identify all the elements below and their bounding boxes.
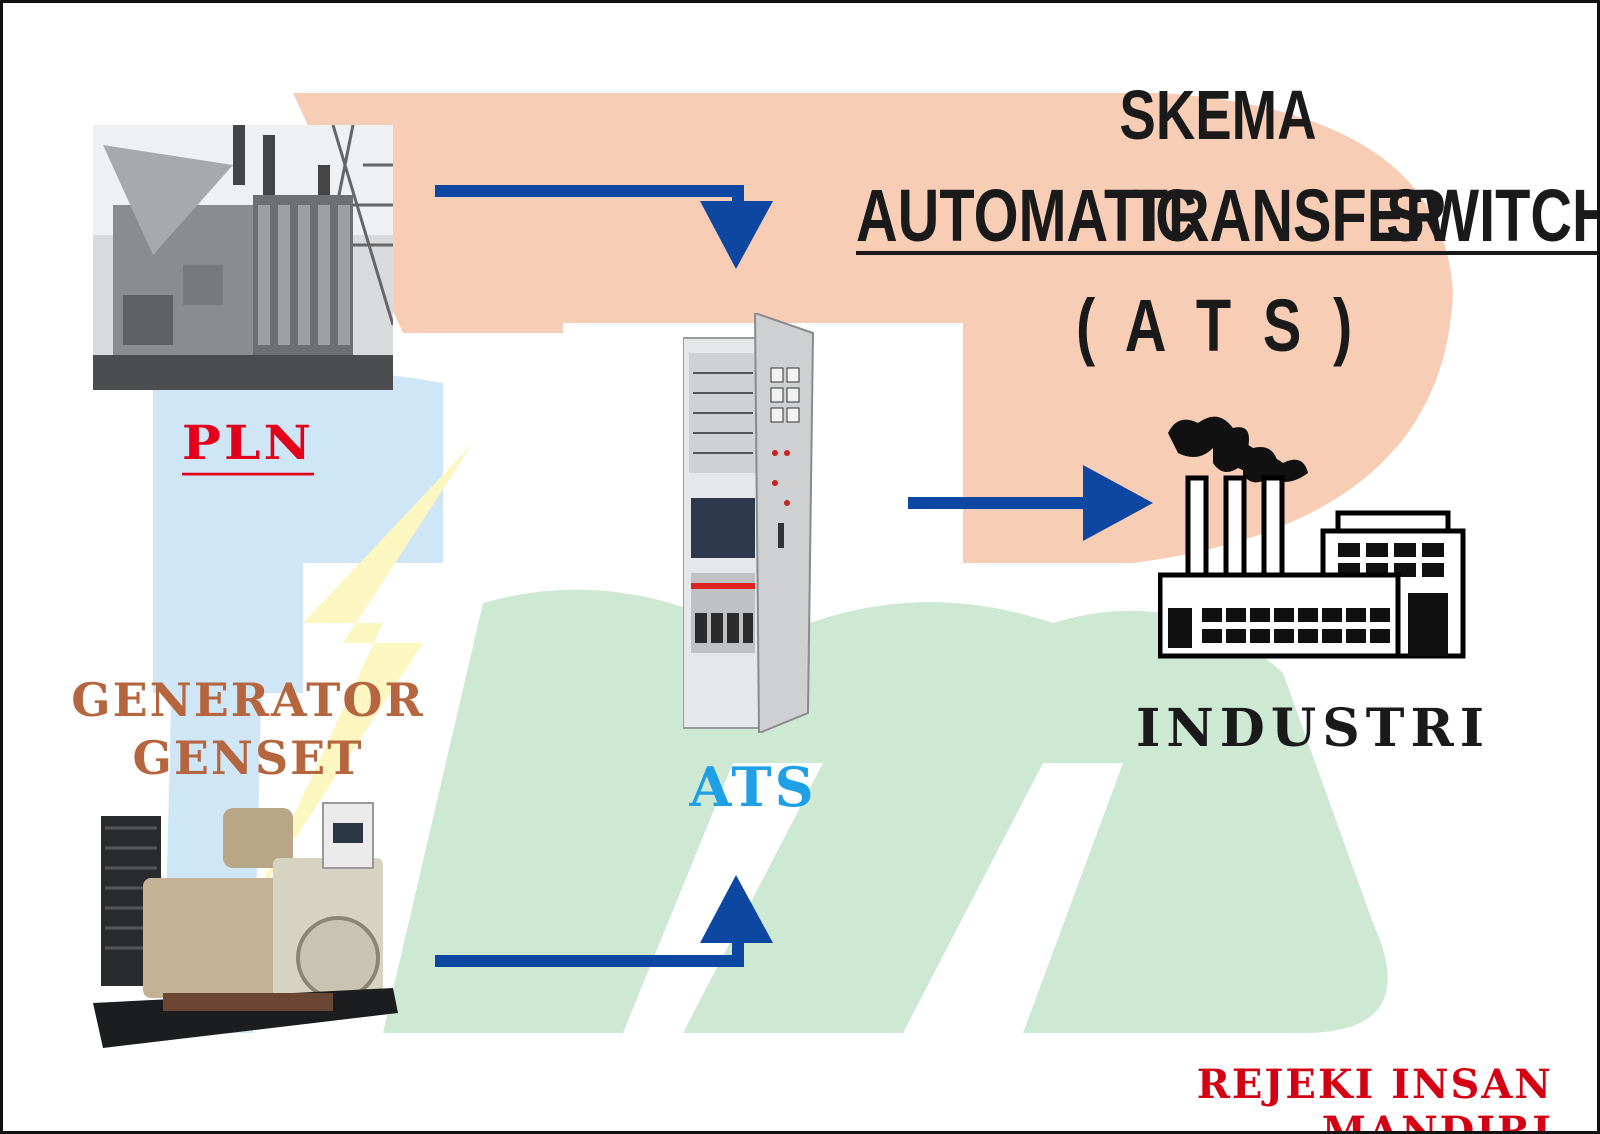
title-word-transfer: TRANSFER [1132, 174, 1447, 257]
generator-icon [93, 802, 398, 1048]
generator-label-line2: GENSET [132, 731, 364, 785]
industri-label: INDUSTRI [1135, 698, 1491, 759]
company-name: REJEKI INSAN MANDIRI [1196, 1061, 1553, 1134]
ats-panel-icon [683, 313, 815, 733]
pln-label-text: PLN [181, 416, 315, 476]
generator-label-line1: GENERATOR [71, 673, 425, 727]
title-ats-full: AUTOMATIC TRANSFER SWITCH [843, 173, 1600, 263]
title-word-switch: SWITCH [1386, 174, 1600, 257]
title-abbrev: ( A T S ) [1076, 284, 1360, 367]
title-word-automatic: AUTOMATIC [856, 174, 1197, 257]
pln-label: PLN [133, 416, 363, 476]
title-skema: SKEMA [1119, 76, 1317, 154]
transformer-icon [93, 125, 393, 390]
factory-icon [1158, 416, 1466, 659]
ats-label: ATS [689, 755, 817, 819]
